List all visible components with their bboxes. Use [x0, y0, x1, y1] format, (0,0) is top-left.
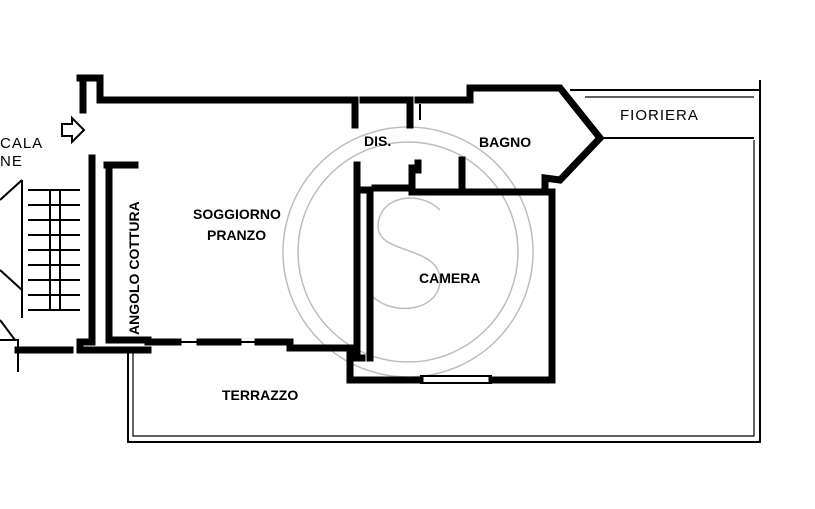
label-fioriera: FIORIERA — [620, 107, 699, 124]
internal-walls — [353, 104, 549, 362]
entrance-arrow-icon — [61, 115, 86, 145]
terrace-outline — [127, 80, 761, 443]
label-dis: DIS. — [364, 133, 391, 149]
label-pranzo: PRANZO — [207, 227, 266, 243]
label-angolo-cottura: ANGOLO COTTURA — [126, 201, 142, 335]
label-soggiorno: SOGGIORNO — [193, 206, 281, 222]
staircase — [0, 179, 80, 372]
label-stair-1: CALA — [0, 135, 43, 152]
label-terrazzo: TERRAZZO — [222, 387, 298, 403]
watermark-logo-icon — [282, 126, 534, 378]
label-camera: CAMERA — [419, 270, 480, 286]
planter-fioriera — [570, 89, 760, 139]
outer-walls — [76, 74, 605, 384]
label-bagno: BAGNO — [479, 134, 531, 150]
label-stair-2: NE — [0, 153, 23, 170]
